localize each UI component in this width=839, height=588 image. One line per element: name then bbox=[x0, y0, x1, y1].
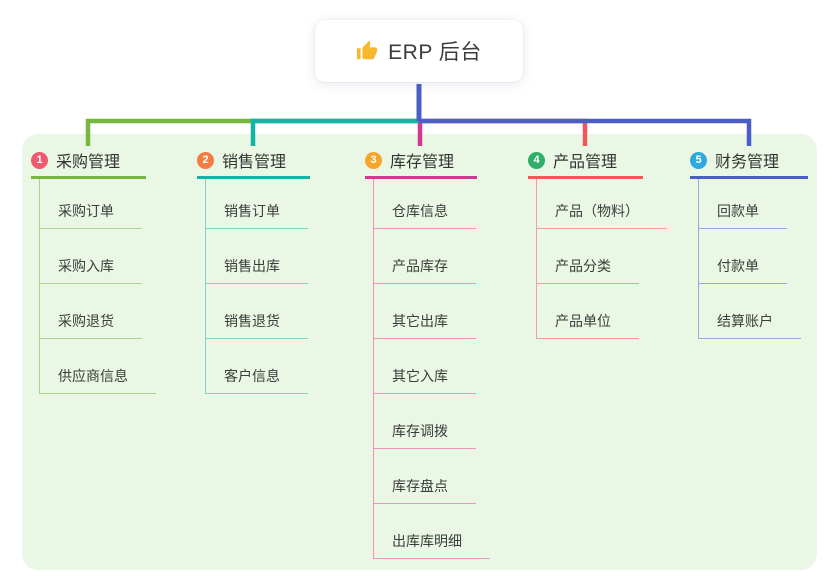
child-node[interactable]: 产品库存 bbox=[374, 229, 476, 284]
branch-sales: 2 销售管理 销售订单 销售出库 销售退货 客户信息 bbox=[197, 149, 310, 394]
child-node[interactable]: 付款单 bbox=[699, 229, 787, 284]
thumbs-up-icon bbox=[357, 40, 378, 60]
branch-number-badge: 5 bbox=[690, 151, 707, 169]
child-node[interactable]: 其它出库 bbox=[374, 284, 476, 339]
child-node[interactable]: 供应商信息 bbox=[40, 339, 156, 394]
branch-children: 产品（物料） 产品分类 产品单位 bbox=[536, 179, 667, 339]
branch-purchase: 1 采购管理 采购订单 采购入库 采购退货 供应商信息 bbox=[31, 149, 156, 394]
branch-node-product[interactable]: 4 产品管理 bbox=[528, 149, 643, 179]
child-node[interactable]: 仓库信息 bbox=[374, 179, 476, 229]
branch-number-badge: 3 bbox=[365, 151, 382, 169]
branch-node-inventory[interactable]: 3 库存管理 bbox=[365, 149, 477, 179]
branch-label: 财务管理 bbox=[715, 154, 780, 171]
child-node[interactable]: 销售订单 bbox=[206, 179, 308, 229]
branch-node-sales[interactable]: 2 销售管理 bbox=[197, 149, 310, 179]
branch-finance: 5 财务管理 回款单 付款单 结算账户 bbox=[690, 149, 808, 339]
branch-label: 销售管理 bbox=[222, 154, 287, 171]
root-title: ERP 后台 bbox=[388, 41, 482, 64]
branch-number-badge: 1 bbox=[31, 151, 48, 169]
branch-label: 产品管理 bbox=[553, 154, 618, 171]
child-node[interactable]: 库存盘点 bbox=[374, 449, 476, 504]
branch-node-finance[interactable]: 5 财务管理 bbox=[690, 149, 808, 179]
branch-label: 库存管理 bbox=[390, 154, 455, 171]
child-node[interactable]: 采购订单 bbox=[40, 179, 142, 229]
branch-children: 采购订单 采购入库 采购退货 供应商信息 bbox=[39, 179, 156, 394]
branch-children: 销售订单 销售出库 销售退货 客户信息 bbox=[205, 179, 308, 394]
branches-panel-background bbox=[22, 134, 817, 570]
child-node[interactable]: 采购退货 bbox=[40, 284, 142, 339]
child-node[interactable]: 客户信息 bbox=[206, 339, 308, 394]
branch-node-purchase[interactable]: 1 采购管理 bbox=[31, 149, 146, 179]
child-node[interactable]: 产品（物料） bbox=[537, 179, 667, 229]
child-node[interactable]: 采购入库 bbox=[40, 229, 142, 284]
branch-children: 回款单 付款单 结算账户 bbox=[698, 179, 801, 339]
branch-inventory: 3 库存管理 仓库信息 产品库存 其它出库 其它入库 库存调拨 库存盘点 出库库… bbox=[365, 149, 490, 559]
child-node[interactable]: 出库库明细 bbox=[374, 504, 490, 559]
root-node[interactable]: ERP 后台 bbox=[315, 20, 523, 82]
child-node[interactable]: 库存调拨 bbox=[374, 394, 476, 449]
child-node[interactable]: 产品单位 bbox=[537, 284, 639, 339]
branch-product: 4 产品管理 产品（物料） 产品分类 产品单位 bbox=[528, 149, 667, 339]
child-node[interactable]: 回款单 bbox=[699, 179, 787, 229]
child-node[interactable]: 产品分类 bbox=[537, 229, 639, 284]
child-node[interactable]: 销售退货 bbox=[206, 284, 308, 339]
child-node[interactable]: 结算账户 bbox=[699, 284, 801, 339]
branch-label: 采购管理 bbox=[56, 154, 121, 171]
branch-number-badge: 2 bbox=[197, 151, 214, 169]
child-node[interactable]: 销售出库 bbox=[206, 229, 308, 284]
branch-children: 仓库信息 产品库存 其它出库 其它入库 库存调拨 库存盘点 出库库明细 bbox=[373, 179, 490, 559]
child-node[interactable]: 其它入库 bbox=[374, 339, 476, 394]
branch-number-badge: 4 bbox=[528, 151, 545, 169]
